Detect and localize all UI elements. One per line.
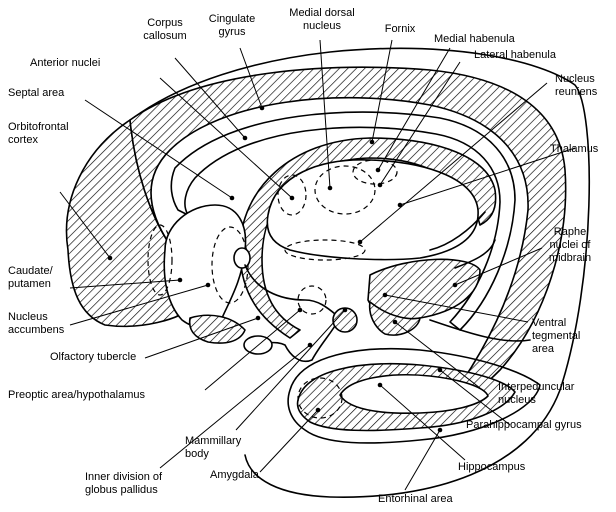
- label-line: Amygdala: [210, 469, 260, 481]
- label-line: gyrus: [219, 26, 246, 38]
- label-line: nuclei of: [550, 239, 592, 251]
- label-line: cortex: [8, 134, 38, 146]
- label-line: Medial habenula: [434, 33, 516, 45]
- label-line: Caudate/: [8, 265, 54, 277]
- anterior-commissure: [234, 248, 250, 268]
- label-parahippocampal-gyrus: Parahippocampal gyrus: [466, 419, 582, 431]
- label-line: nucleus: [498, 394, 536, 406]
- label-olfactory-tubercle: Olfactory tubercle: [50, 351, 136, 363]
- label-preoptic-area: Preoptic area/hypothalamus: [8, 389, 145, 401]
- label-line: Nucleus: [555, 73, 595, 85]
- label-amygdala: Amygdala: [210, 469, 260, 481]
- label-medial-habenula: Medial habenula: [434, 33, 516, 45]
- label-entorhinal-area: Entorhinal area: [378, 493, 453, 505]
- label-line: Olfactory tubercle: [50, 351, 136, 363]
- label-septal-area: Septal area: [8, 87, 65, 99]
- label-line: Medial dorsal: [289, 7, 354, 19]
- label-line: Fornix: [385, 23, 416, 35]
- label-line: Hippocampus: [458, 461, 526, 473]
- label-thalamus: Thalamus: [550, 143, 599, 155]
- label-line: body: [185, 448, 209, 460]
- label-line: Septal area: [8, 87, 65, 99]
- label-line: Parahippocampal gyrus: [466, 419, 582, 431]
- label-line: Raphe: [554, 226, 586, 238]
- label-line: globus pallidus: [85, 484, 158, 496]
- label-line: Anterior nuclei: [30, 57, 100, 69]
- label-line: callosum: [143, 30, 186, 42]
- label-line: Inner division of: [85, 471, 163, 483]
- label-line: accumbens: [8, 324, 65, 336]
- label-line: Orbitofrontal: [8, 121, 69, 133]
- label-line: Thalamus: [550, 143, 599, 155]
- label-line: tegmental: [532, 330, 580, 342]
- label-line: midbrain: [549, 252, 591, 264]
- label-line: Preoptic area/hypothalamus: [8, 389, 145, 401]
- label-lateral-habenula: Lateral habenula: [474, 49, 557, 61]
- label-line: nucleus: [303, 20, 341, 32]
- label-anterior-nuclei: Anterior nuclei: [30, 57, 100, 69]
- label-line: Ventral: [532, 317, 566, 329]
- label-line: Nucleus: [8, 311, 48, 323]
- label-line: Entorhinal area: [378, 493, 453, 505]
- caudate-septal-region: [164, 205, 245, 327]
- label-fornix: Fornix: [385, 23, 416, 35]
- label-line: putamen: [8, 278, 51, 290]
- label-line: Mammillary: [185, 435, 242, 447]
- label-line: Corpus: [147, 17, 183, 29]
- label-line: area: [532, 343, 555, 355]
- label-line: Cingulate: [209, 13, 255, 25]
- label-caudate-putamen: Caudate/putamen: [8, 265, 54, 290]
- label-line: Interpeduncular: [498, 381, 575, 393]
- label-line: Lateral habenula: [474, 49, 557, 61]
- label-hippocampus: Hippocampus: [458, 461, 526, 473]
- label-line: reuniens: [555, 86, 598, 98]
